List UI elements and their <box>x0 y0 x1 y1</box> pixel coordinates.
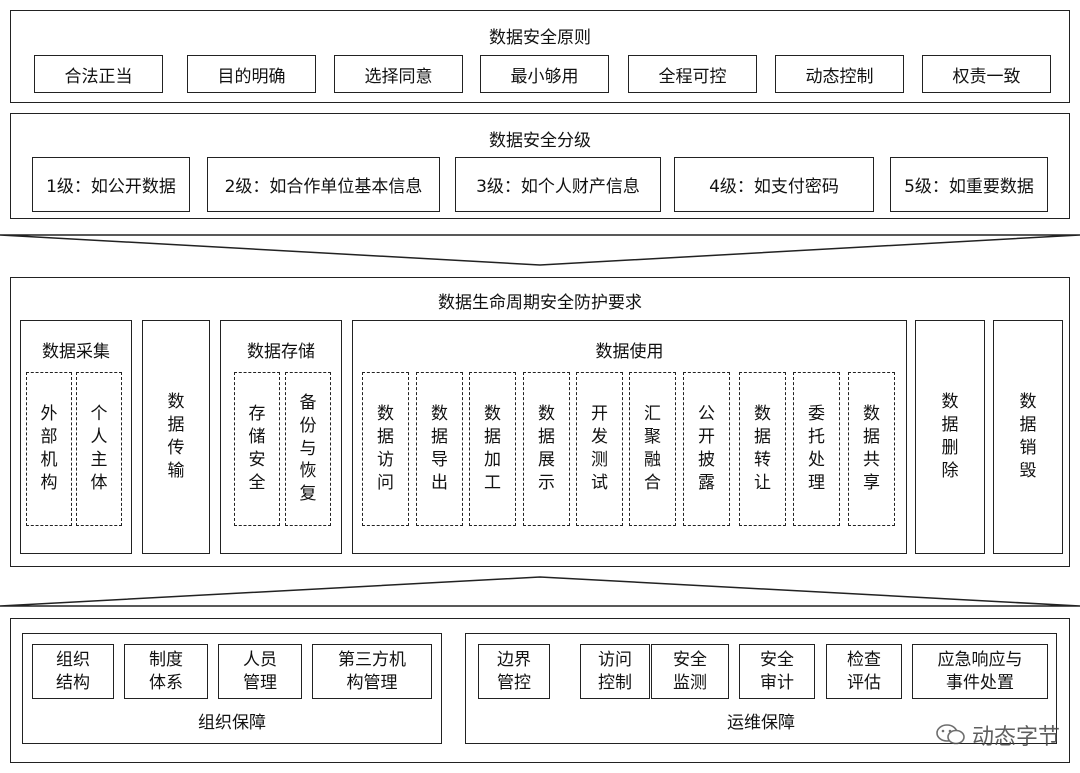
ops-guarantee-item: 检查评估 <box>826 644 902 699</box>
org-guarantee-title: 组织保障 <box>198 713 266 733</box>
ops-guarantee-item: 安全监测 <box>651 644 729 699</box>
collect-sub-label: 外部机构 <box>40 404 58 493</box>
wechat-icon <box>936 724 965 745</box>
org-guarantee-item-line: 体系 <box>149 672 183 693</box>
storage-sub-label: 备份与恢复 <box>299 392 317 505</box>
ops-guarantee-item-line: 管控 <box>497 672 531 693</box>
transmit-label: 数据传输 <box>167 392 185 481</box>
ops-guarantee-item: 边界管控 <box>478 644 550 699</box>
destroy-stage: 数据销毁 <box>993 320 1063 554</box>
grading-title: 数据安全分级 <box>489 131 591 151</box>
use-sub-label: 汇聚融合 <box>644 404 661 493</box>
grade-level-item: 3级：如个人财产信息 <box>455 157 661 212</box>
delete-label: 数据删除 <box>941 392 959 481</box>
ops-guarantee-item-line: 事件处置 <box>946 672 1014 693</box>
ops-guarantee-item: 应急响应与事件处置 <box>912 644 1048 699</box>
org-guarantee-item-line: 构管理 <box>346 672 398 693</box>
collect-sub-stage: 外部机构 <box>26 372 72 526</box>
ops-guarantee-title: 运维保障 <box>727 713 795 733</box>
grade-level-item: 5级：如重要数据 <box>890 157 1048 212</box>
principle-item: 权责一致 <box>922 55 1051 93</box>
collect-sub-label: 个人主体 <box>90 404 108 493</box>
org-guarantee-item: 组织结构 <box>32 644 114 699</box>
ops-guarantee-item-line: 访问 <box>598 649 632 670</box>
use-sub-label: 数据导出 <box>431 404 448 493</box>
grade-level-item: 2级：如合作单位基本信息 <box>207 157 440 212</box>
ops-guarantee-item-line: 安全 <box>673 649 707 670</box>
use-title: 数据使用 <box>595 342 664 362</box>
use-sub-stage: 数据访问 <box>362 372 409 526</box>
lifecycle-title: 数据生命周期安全防护要求 <box>438 293 642 313</box>
collect-sub-stage: 个人主体 <box>76 372 122 526</box>
destroy-label: 数据销毁 <box>1019 392 1037 481</box>
org-guarantee-item: 制度体系 <box>124 644 208 699</box>
use-sub-stage: 数据导出 <box>416 372 463 526</box>
up-arrow-shape <box>0 576 1080 607</box>
use-sub-stage: 数据转让 <box>739 372 786 526</box>
use-sub-stage: 数据加工 <box>469 372 516 526</box>
storage-sub-stage: 存储安全 <box>234 372 280 526</box>
org-guarantee-item-line: 组织 <box>56 649 90 670</box>
org-guarantee-item: 人员管理 <box>218 644 302 699</box>
storage-title: 数据存储 <box>247 342 315 362</box>
grade-level-item: 1级：如公开数据 <box>32 157 190 212</box>
use-sub-stage: 汇聚融合 <box>629 372 676 526</box>
transmit-stage: 数据传输 <box>142 320 210 554</box>
principle-item: 合法正当 <box>34 55 163 93</box>
principle-item: 最小够用 <box>480 55 609 93</box>
collect-title: 数据采集 <box>42 342 110 362</box>
use-sub-label: 委托处理 <box>808 404 825 493</box>
use-sub-label: 开发测试 <box>591 404 608 493</box>
use-sub-stage: 公开披露 <box>683 372 730 526</box>
storage-sub-stage: 备份与恢复 <box>285 372 331 526</box>
ops-guarantee-item-line: 安全 <box>760 649 794 670</box>
use-sub-label: 数据共享 <box>863 404 880 493</box>
storage-sub-label: 存储安全 <box>248 404 266 493</box>
watermark: 动态字节 <box>936 719 1060 751</box>
use-sub-stage: 数据展示 <box>523 372 570 526</box>
principles-title: 数据安全原则 <box>489 28 591 48</box>
use-sub-label: 数据访问 <box>377 404 394 493</box>
org-guarantee-item-line: 制度 <box>149 649 183 670</box>
use-sub-stage: 委托处理 <box>793 372 840 526</box>
down-arrow-shape <box>0 234 1080 266</box>
principle-item: 动态控制 <box>775 55 904 93</box>
grade-level-item: 4级：如支付密码 <box>674 157 874 212</box>
use-sub-stage: 数据共享 <box>848 372 895 526</box>
ops-guarantee-item-line: 审计 <box>760 672 794 693</box>
org-guarantee-item-line: 第三方机 <box>338 649 406 670</box>
org-guarantee-item: 第三方机构管理 <box>312 644 432 699</box>
use-sub-label: 公开披露 <box>698 404 715 493</box>
principle-item: 目的明确 <box>187 55 316 93</box>
ops-guarantee-item-line: 应急响应与 <box>937 649 1023 670</box>
use-sub-stage: 开发测试 <box>576 372 623 526</box>
ops-guarantee-item: 访问控制 <box>580 644 650 699</box>
ops-guarantee-item-line: 边界 <box>497 649 531 670</box>
principle-item: 全程可控 <box>628 55 757 93</box>
delete-stage: 数据删除 <box>915 320 985 554</box>
use-sub-label: 数据加工 <box>484 404 501 493</box>
ops-guarantee-item-line: 控制 <box>598 672 632 693</box>
use-sub-label: 数据转让 <box>754 404 771 493</box>
org-guarantee-item-line: 人员 <box>243 649 277 670</box>
use-sub-label: 数据展示 <box>538 404 555 493</box>
principle-item: 选择同意 <box>334 55 463 93</box>
org-guarantee-item-line: 管理 <box>243 672 277 693</box>
ops-guarantee-item-line: 监测 <box>673 672 707 693</box>
org-guarantee-item-line: 结构 <box>56 672 90 693</box>
ops-guarantee-item-line: 检查 <box>847 649 881 670</box>
ops-guarantee-item-line: 评估 <box>847 672 881 693</box>
ops-guarantee-item: 安全审计 <box>739 644 815 699</box>
watermark-text: 动态字节 <box>971 725 1060 750</box>
